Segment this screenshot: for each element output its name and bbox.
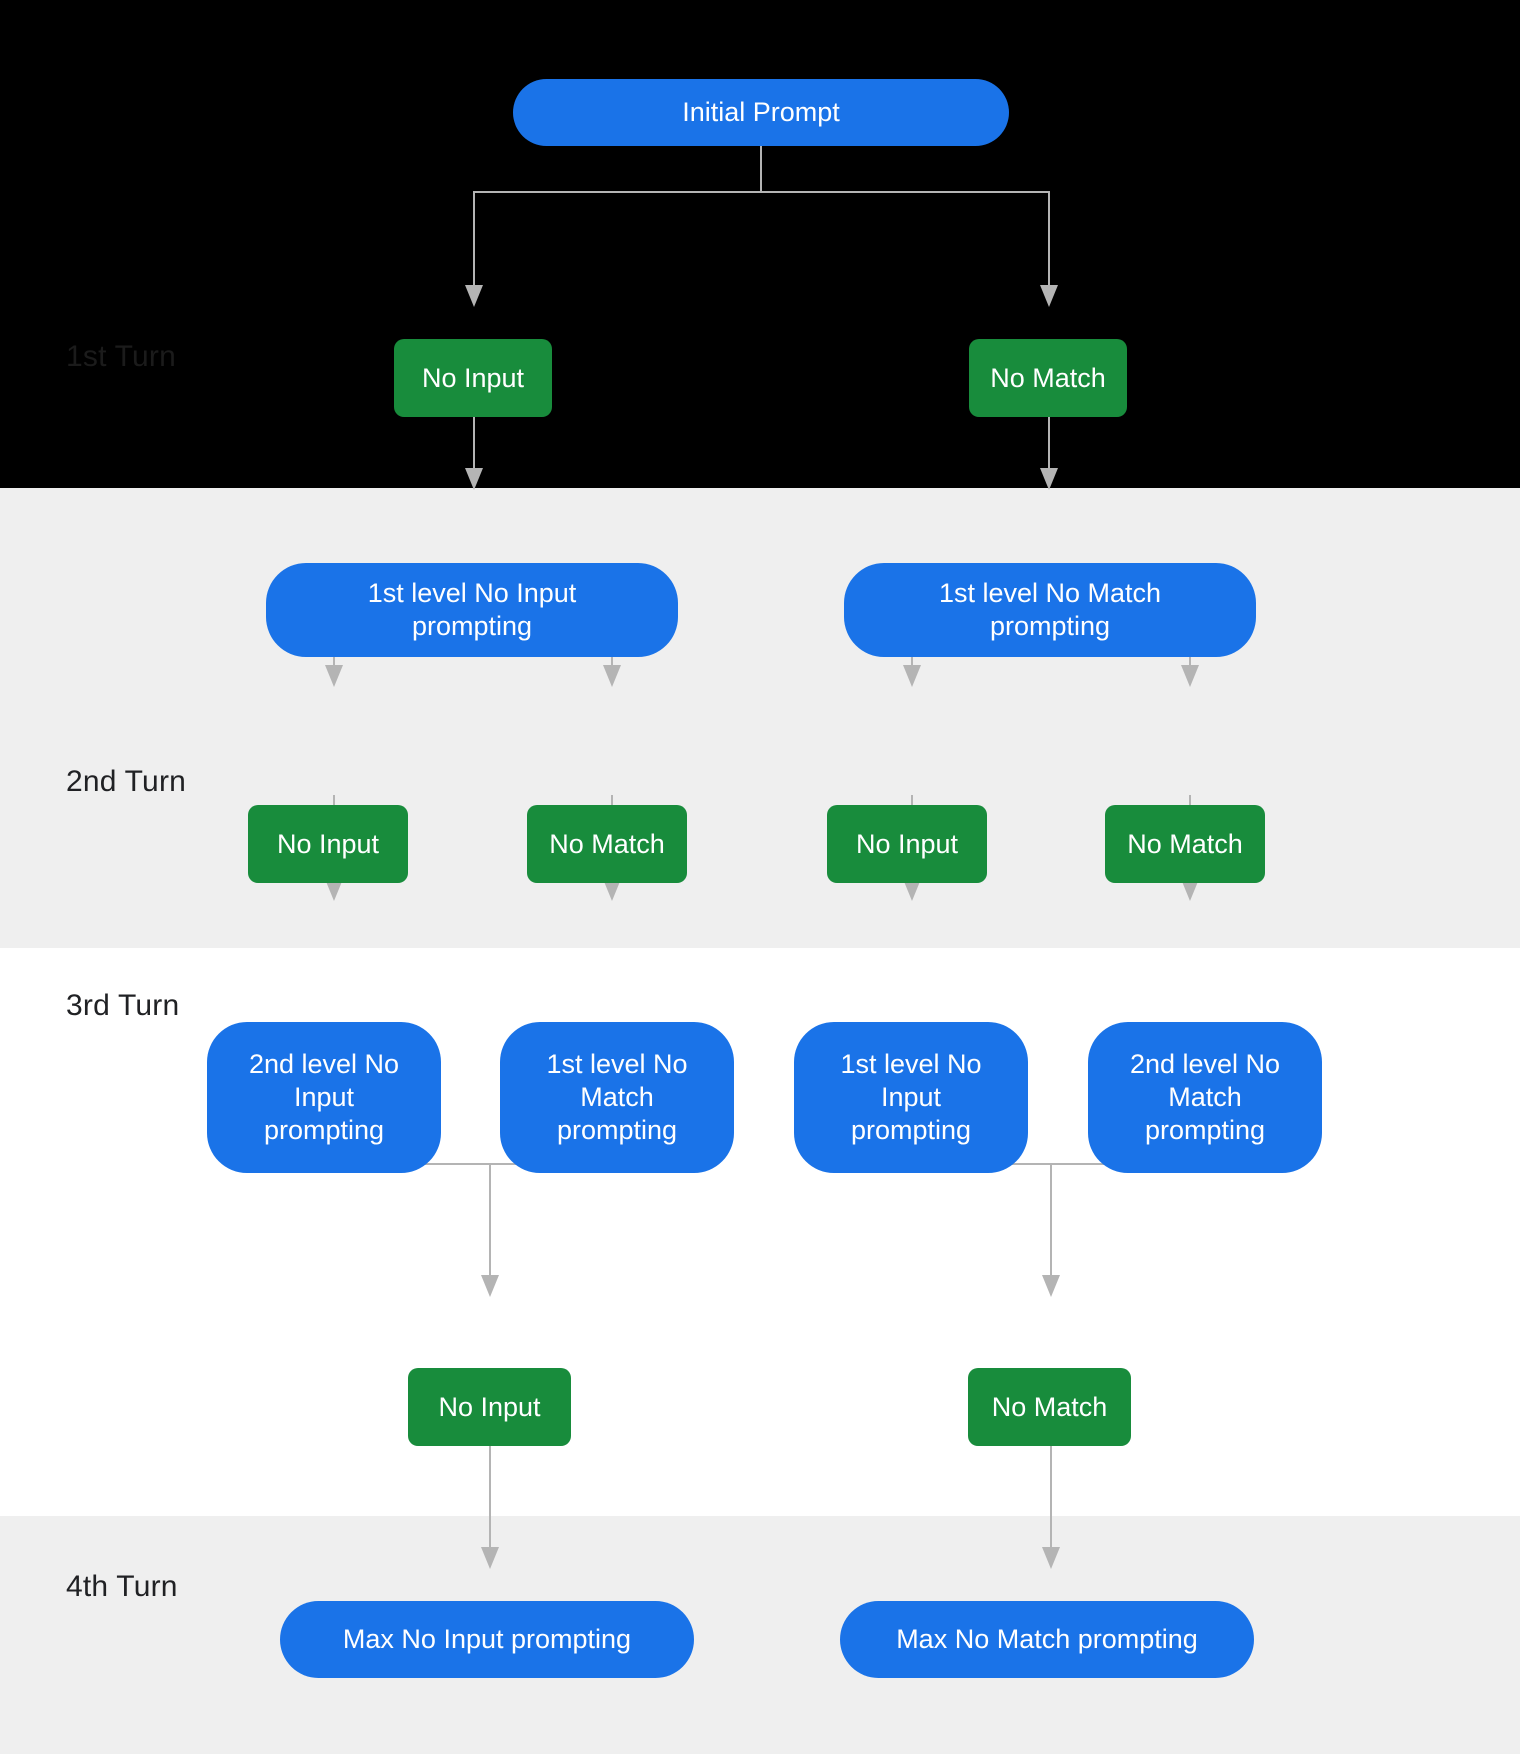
- arrowhead-t2nm-a-to-t3p2: [603, 879, 621, 901]
- node-t3-no-match[interactable]: No Match: [968, 1368, 1131, 1446]
- connector-t3in-to-max-no-input: [489, 1371, 491, 1549]
- turn-label-3rd-turn: 3rd Turn: [66, 989, 180, 1022]
- connector-root-to-t1-no-input: [473, 191, 475, 287]
- arrowhead-t2left-to-noinput: [325, 665, 343, 687]
- connector-t1in-to-t2left: [473, 382, 475, 470]
- connector-merge-to-t3-no-match: [1050, 1163, 1052, 1277]
- arrowhead-t2in-a-to-t3p1: [325, 879, 343, 901]
- node-t3-first-level-no-input-prompting[interactable]: 1st level No Input prompting: [794, 1022, 1028, 1173]
- node-max-no-match-prompting[interactable]: Max No Match prompting: [840, 1601, 1254, 1678]
- node-t2-first-level-no-match-prompting[interactable]: 1st level No Match prompting: [844, 563, 1256, 657]
- node-t1-no-match[interactable]: No Match: [969, 339, 1127, 417]
- arrowhead-root-to-t1-no-match: [1040, 285, 1058, 307]
- arrowhead-t2nm-b-to-t3p4: [1181, 879, 1199, 901]
- node-t2-no-match-a[interactable]: No Match: [527, 805, 687, 883]
- turn-label-1st-turn: 1st Turn: [66, 340, 176, 373]
- arrowhead-t1nm-to-t2right: [1040, 468, 1058, 490]
- arrowhead-merge-to-t3-no-match: [1042, 1275, 1060, 1297]
- connector-merge-bus-left: [327, 1163, 621, 1165]
- connector-root-bus: [473, 191, 1049, 193]
- connector-root-stem: [760, 145, 762, 192]
- band-4th-turn: [0, 1516, 1520, 1754]
- arrowhead-t2in-b-to-t3p3: [903, 879, 921, 901]
- turn-label-2nd-turn: 2nd Turn: [66, 765, 187, 798]
- arrowhead-t3in-to-max-no-input: [481, 1547, 499, 1569]
- band-2nd-turn: [0, 488, 1520, 948]
- turn-label-4th-turn: 4th Turn: [66, 1570, 178, 1603]
- connector-root-to-t1-no-match: [1048, 191, 1050, 287]
- connector-t3nm-to-max-no-match: [1050, 1371, 1052, 1549]
- node-initial-prompt[interactable]: Initial Prompt: [513, 79, 1009, 146]
- arrowhead-t2right-to-noinput: [903, 665, 921, 687]
- band-1st-turn: [0, 0, 1520, 488]
- connector-t1nm-to-t2right: [1048, 382, 1050, 470]
- arrowhead-t1in-to-t2left: [465, 468, 483, 490]
- node-t3-second-level-no-input-prompting[interactable]: 2nd level No Input prompting: [207, 1022, 441, 1173]
- arrowhead-root-to-t1-no-input: [465, 285, 483, 307]
- node-t3-second-level-no-match-prompting[interactable]: 2nd level No Match prompting: [1088, 1022, 1322, 1173]
- node-t2-no-match-b[interactable]: No Match: [1105, 805, 1265, 883]
- node-t2-no-input-b[interactable]: No Input: [827, 805, 987, 883]
- node-t1-no-input[interactable]: No Input: [394, 339, 552, 417]
- node-t2-no-input-a[interactable]: No Input: [248, 805, 408, 883]
- arrowhead-merge-to-t3-no-input: [481, 1275, 499, 1297]
- arrowhead-t2right-to-nomatch: [1181, 665, 1199, 687]
- arrowhead-t2left-to-nomatch: [603, 665, 621, 687]
- connector-merge-bus-right: [914, 1163, 1209, 1165]
- arrowhead-t3nm-to-max-no-match: [1042, 1547, 1060, 1569]
- node-t3-first-level-no-match-prompting[interactable]: 1st level No Match prompting: [500, 1022, 734, 1173]
- node-t3-no-input[interactable]: No Input: [408, 1368, 571, 1446]
- connector-merge-to-t3-no-input: [489, 1163, 491, 1277]
- node-max-no-input-prompting[interactable]: Max No Input prompting: [280, 1601, 694, 1678]
- node-t2-first-level-no-input-prompting[interactable]: 1st level No Input prompting: [266, 563, 678, 657]
